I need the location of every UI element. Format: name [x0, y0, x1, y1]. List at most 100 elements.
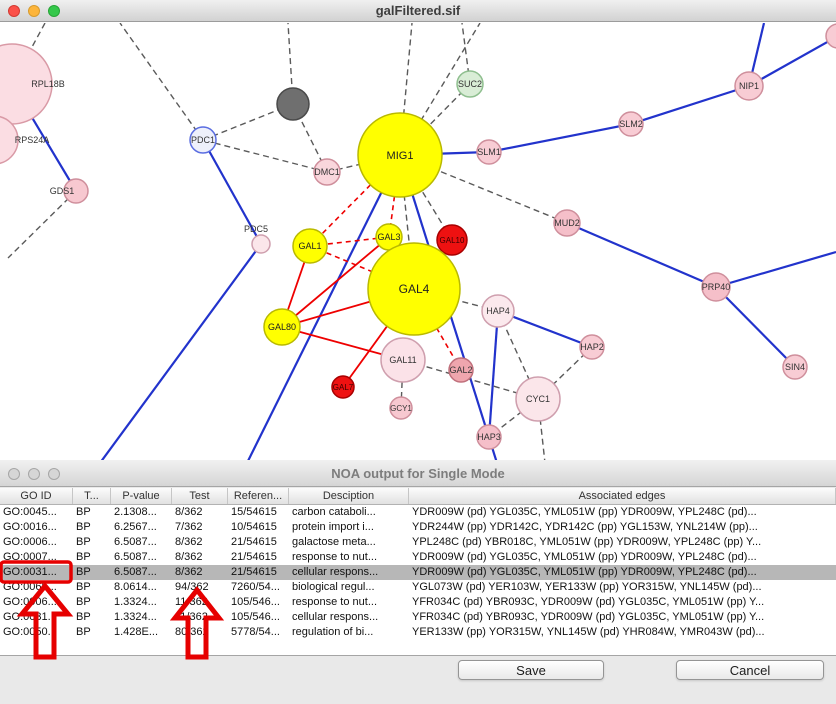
network-edge-blue-solid[interactable] [566, 221, 717, 289]
network-edge-blue-solid[interactable] [487, 310, 500, 438]
cell-go-id: GO:0045... [3, 506, 57, 518]
network-edge-red-dashed[interactable] [413, 288, 462, 371]
network-edge-blue-solid[interactable] [100, 243, 262, 460]
cell-associated-edges: YFR034C (pd) YBR093C, YDR009W (pd) YGL03… [412, 611, 765, 623]
cell-p-value: 2.1308... [114, 506, 157, 518]
node-PDC5[interactable]: PDC5 [244, 224, 271, 254]
network-edge-blue-solid[interactable] [630, 84, 750, 126]
network-edge-blue-solid[interactable] [715, 250, 836, 289]
node-label-GAL10: GAL10 [440, 236, 465, 245]
node-MIG1[interactable]: MIG1 [357, 112, 443, 198]
node-label-SIN4: SIN4 [785, 362, 805, 372]
network-edge-blue-solid[interactable] [488, 122, 632, 154]
node-GAL7[interactable]: GAL7 [331, 375, 355, 399]
node-CORNER1[interactable] [825, 23, 836, 49]
cell-go-id: GO:0006... [3, 596, 57, 608]
cell-go-id: GO:0050... [3, 626, 57, 638]
cell-type: BP [76, 506, 91, 518]
network-edge-red-dashed[interactable] [309, 154, 401, 247]
node-GDS1[interactable]: GDS1 [50, 178, 89, 204]
network-edge-blue-solid[interactable] [202, 139, 262, 245]
node-HAP4[interactable]: HAP4 [481, 294, 515, 328]
noa-window-titlebar[interactable]: NOA output for Single Mode [0, 460, 836, 487]
minimize-button-inactive[interactable] [28, 468, 40, 480]
cancel-button[interactable]: Cancel [676, 660, 824, 680]
column-header-type[interactable]: T... [73, 488, 111, 504]
node-RPS24A[interactable]: RPS24A [0, 115, 49, 165]
cell-reference: 21/54615 [231, 536, 277, 548]
cell-p-value: 1.3324... [114, 611, 157, 623]
node-PDC1[interactable]: PDC1 [189, 126, 217, 154]
node-DMC1[interactable]: DMC1 [313, 158, 341, 186]
node-GAL11[interactable]: GAL11 [380, 337, 426, 383]
node-label-NIP1: NIP1 [739, 81, 759, 91]
zoom-button[interactable] [48, 5, 60, 17]
network-edge-blue-solid[interactable] [715, 286, 796, 368]
cell-associated-edges: YGL073W (pd) YER103W, YER133W (pp) YOR31… [412, 581, 762, 593]
network-edge-red-dashed[interactable] [388, 154, 401, 238]
node-label-GAL2: GAL2 [449, 365, 472, 375]
minimize-button[interactable] [28, 5, 40, 17]
node-label-SUC2: SUC2 [458, 79, 482, 89]
network-edge-gray-dashed[interactable] [119, 23, 204, 141]
save-button[interactable]: Save [458, 660, 604, 680]
network-edge-blue-solid[interactable] [748, 35, 836, 87]
node-label-HAP4: HAP4 [486, 306, 510, 316]
node-label-GAL1: GAL1 [298, 241, 321, 251]
node-SUC2[interactable]: SUC2 [456, 70, 484, 98]
node-GAL4[interactable]: GAL4 [367, 242, 461, 336]
node-HAP3[interactable]: HAP3 [476, 424, 502, 450]
network-window-titlebar[interactable]: galFiltered.sif [0, 0, 836, 22]
cell-reference: 21/54615 [231, 566, 277, 578]
node-SLM1[interactable]: SLM1 [476, 139, 502, 165]
node-GRAY1[interactable] [276, 87, 310, 121]
network-edge-blue-solid[interactable] [247, 154, 401, 460]
node-label-DMC1: DMC1 [314, 167, 340, 177]
column-header-reference[interactable]: Referen... [228, 488, 289, 504]
node-NIP1[interactable]: NIP1 [734, 71, 764, 101]
node-GCY1[interactable]: GCY1 [389, 396, 413, 420]
node-GAL80[interactable]: GAL80 [263, 308, 301, 346]
column-header-go-id[interactable]: GO ID [0, 488, 73, 504]
network-edge-blue-solid[interactable] [497, 309, 593, 349]
column-header-description[interactable]: Desciption [289, 488, 409, 504]
node-SIN4[interactable]: SIN4 [782, 354, 808, 380]
column-header-test[interactable]: Test [172, 488, 228, 504]
close-button[interactable] [8, 5, 20, 17]
network-edge-gray-dashed[interactable] [202, 139, 328, 173]
zoom-button-inactive[interactable] [48, 468, 60, 480]
node-PRP40[interactable]: PRP40 [701, 272, 731, 302]
cell-associated-edges: YDR009W (pd) YGL035C, YML051W (pp) YDR00… [412, 566, 757, 578]
network-edge-gray-dashed[interactable] [7, 190, 77, 259]
node-GAL10[interactable]: GAL10 [436, 224, 468, 256]
node-RPL18B[interactable]: RPL18B [0, 43, 65, 125]
node-SLM2[interactable]: SLM2 [618, 111, 644, 137]
node-MUD2[interactable]: MUD2 [553, 209, 581, 237]
column-header-associated-edges[interactable]: Associated edges [409, 488, 836, 504]
network-edge-gray-dashed[interactable] [402, 359, 539, 400]
close-button-inactive[interactable] [8, 468, 20, 480]
column-header-p-value[interactable]: P-value [111, 488, 172, 504]
node-HAP2[interactable]: HAP2 [579, 334, 605, 360]
node-GAL2[interactable]: GAL2 [448, 357, 474, 383]
cell-associated-edges: YPL248C (pd) YBR018C, YML051W (pp) YDR00… [412, 536, 762, 548]
node-CYC1[interactable]: CYC1 [515, 376, 561, 422]
node-GAL1[interactable]: GAL1 [292, 228, 328, 264]
network-edge-red-solid[interactable] [281, 236, 390, 328]
cell-associated-edges: YDR244W (pp) YDR142C, YDR142C (pp) YGL15… [412, 521, 758, 533]
node-label-HAP3: HAP3 [477, 432, 501, 442]
node-label-PDC5: PDC5 [244, 224, 268, 234]
